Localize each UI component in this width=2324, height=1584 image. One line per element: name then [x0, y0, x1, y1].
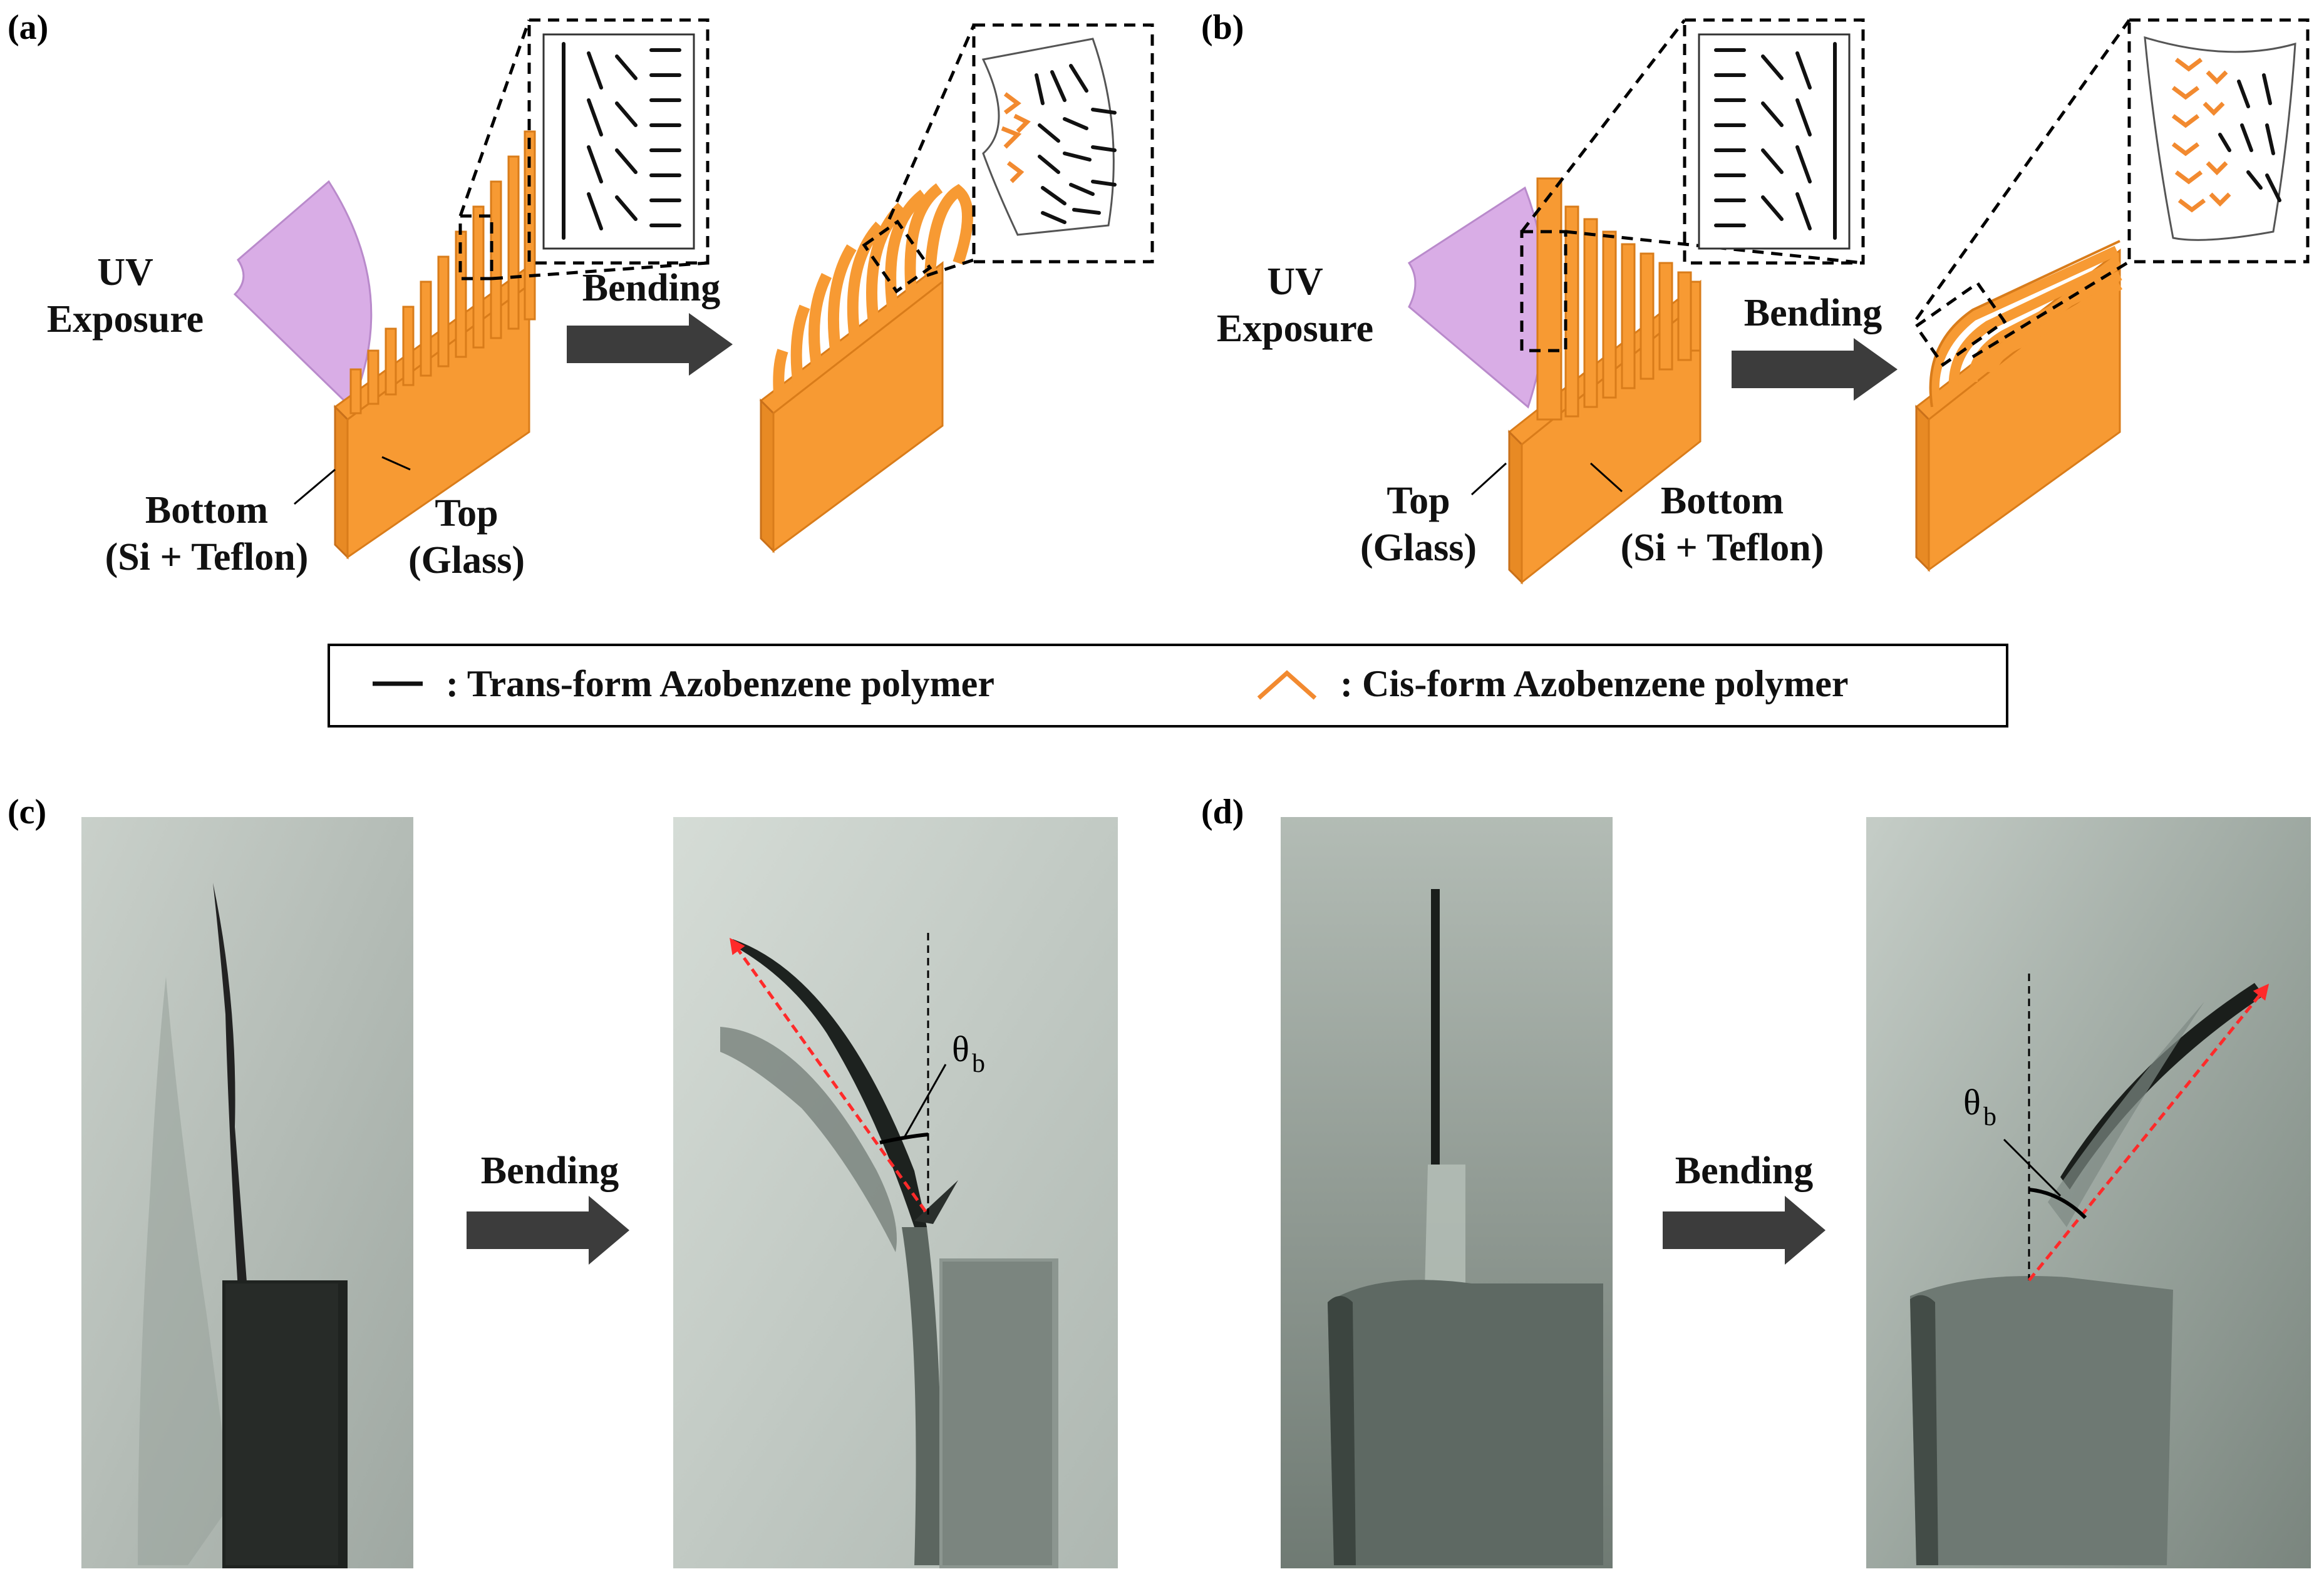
- surface-label-b-left-1: Top: [1387, 480, 1450, 522]
- theta-label-d: θ: [1963, 1082, 1981, 1123]
- bending-arrow-d: [1663, 1196, 1826, 1265]
- legend-cis-label: : Cis-form Azobenzene polymer: [1340, 663, 1848, 704]
- uv-label-line1: UV: [97, 251, 153, 294]
- panel-d-label: (d): [1201, 793, 1244, 831]
- comb-actuator-after: [759, 183, 973, 553]
- surface-label-a-left-1: Bottom: [145, 489, 268, 532]
- panel-d: (d) Bending θ b: [1201, 793, 2311, 1568]
- inset-trans-alignment-b: [1683, 18, 1865, 265]
- bending-label-a: Bending: [582, 267, 721, 309]
- surface-label-a-right-2: (Glass): [408, 539, 525, 582]
- bending-label-b: Bending: [1744, 292, 1882, 334]
- angle-arc-c: [879, 1133, 929, 1144]
- bending-arrow-b: [1732, 338, 1898, 401]
- photo-d-before: [1281, 817, 1613, 1568]
- uv-label-b-line1: UV: [1267, 260, 1323, 303]
- comb-actuator-before-b: [1507, 177, 1702, 585]
- bend-vector-d: [2028, 984, 2270, 1282]
- bend-vector-c: [730, 937, 927, 1213]
- zoom-box-small-a2: [862, 219, 932, 294]
- panel-c: (c) Bending θ b: [8, 793, 1118, 1568]
- bending-label-c: Bending: [481, 1149, 619, 1192]
- panel-a: (a) UV Exposure: [8, 8, 1154, 582]
- panel-a-label: (a): [8, 8, 48, 47]
- inset-trans-alignment-a: [527, 18, 710, 265]
- panel-b-label: (b): [1201, 8, 1244, 47]
- photo-d-after: θ b: [1866, 817, 2311, 1568]
- legend-cis-marker: [1257, 670, 1317, 700]
- panel-b: (b) UV Exposure: [1201, 8, 2310, 585]
- zoom-box-small-a1: [458, 214, 493, 280]
- surface-label-b-right-2: (Si + Teflon): [1621, 527, 1824, 569]
- inset-cis-bending-b: [2127, 18, 2310, 264]
- uv-label-line2: Exposure: [47, 298, 204, 341]
- surface-label-b-right-1: Bottom: [1661, 480, 1784, 522]
- legend: : Trans-form Azobenzene polymer : Cis-fo…: [328, 644, 2008, 728]
- photo-c-before: [81, 817, 413, 1568]
- zoom-box-small-b2: [1914, 280, 2007, 368]
- bending-arrow-c: [467, 1196, 629, 1265]
- theta-sub-d: b: [1983, 1103, 1996, 1131]
- theta-label-c: θ: [952, 1029, 969, 1069]
- surface-label-a-right-1: Top: [435, 492, 498, 535]
- angle-arc-d: [2028, 1188, 2087, 1220]
- surface-label-b-left-2: (Glass): [1360, 527, 1477, 569]
- legend-trans-label: : Trans-form Azobenzene polymer: [446, 663, 994, 704]
- bending-arrow-a: [567, 313, 733, 376]
- panel-c-label: (c): [8, 793, 46, 831]
- uv-exposure-shape-b: [1407, 186, 1547, 409]
- inset-cis-bending-a: [972, 23, 1154, 264]
- comb-actuator-before: [333, 130, 536, 560]
- uv-exposure-shape: [233, 180, 373, 409]
- zoom-box-small-b1: [1520, 230, 1567, 352]
- theta-sub-c: b: [972, 1049, 985, 1078]
- comb-actuator-after-b: [1914, 240, 2123, 572]
- surface-label-a-left-2: (Si + Teflon): [105, 536, 309, 579]
- uv-label-b-line2: Exposure: [1217, 307, 1373, 350]
- bending-label-d: Bending: [1675, 1149, 1814, 1192]
- photo-c-after: θ b: [673, 817, 1118, 1568]
